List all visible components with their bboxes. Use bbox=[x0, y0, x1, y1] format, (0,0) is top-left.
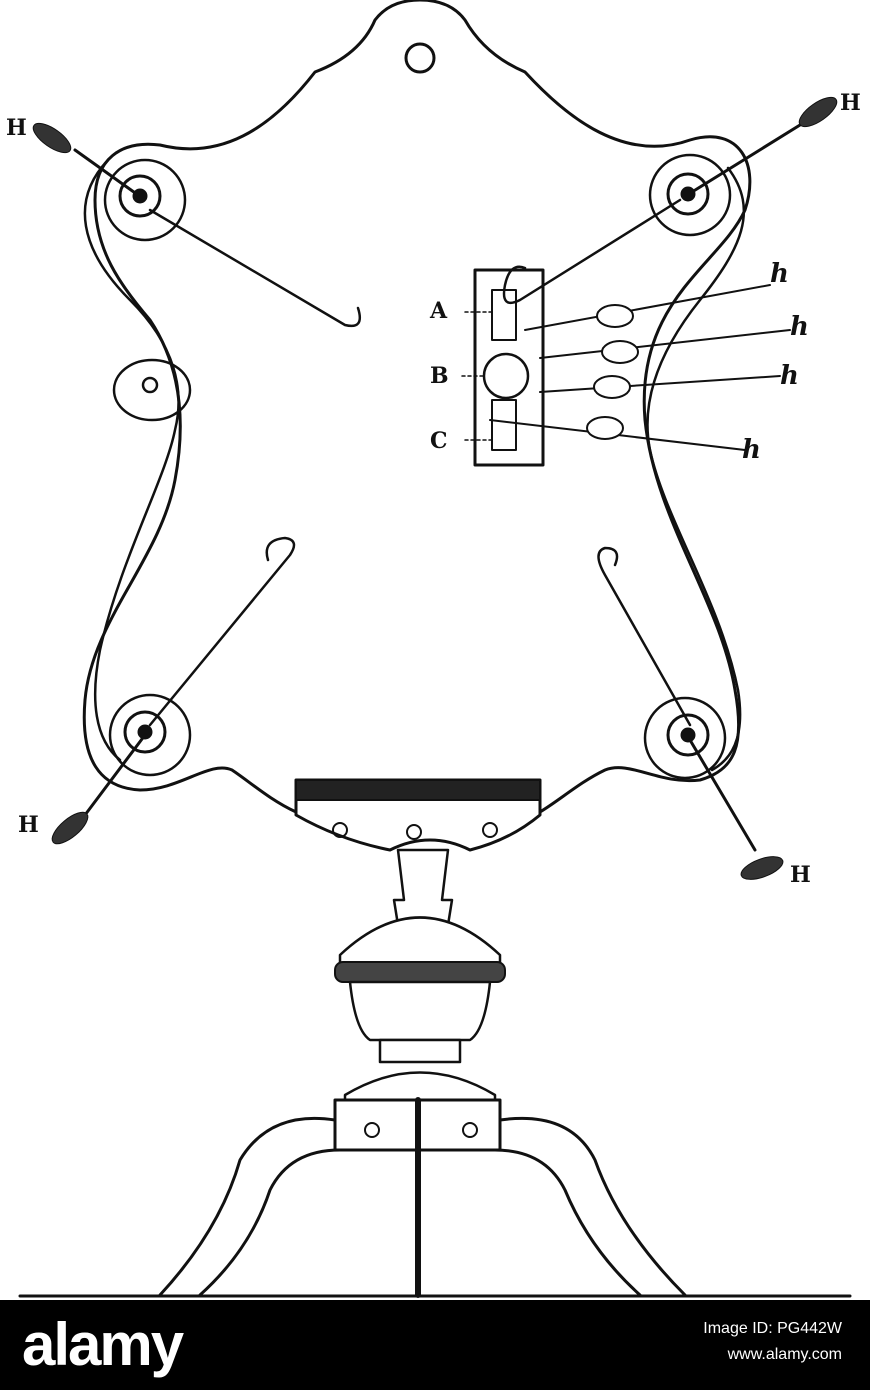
right-outer-wire bbox=[646, 166, 745, 772]
wire-hook-bottom-right bbox=[597, 546, 692, 727]
hanging-hole bbox=[404, 42, 436, 74]
label-h-4: h bbox=[742, 435, 761, 465]
label-H-top-right: H bbox=[840, 90, 861, 116]
wire-hook-bottom-left bbox=[148, 536, 296, 727]
handle-bottom-left bbox=[51, 733, 147, 845]
h-wires bbox=[489, 284, 791, 451]
mounting-bracket bbox=[294, 778, 542, 852]
apparatus-illustration: H H H H A B C h h h h bbox=[6, 0, 861, 1298]
label-A: A bbox=[429, 298, 448, 324]
wire-hook-top-right bbox=[502, 198, 682, 305]
label-B: B bbox=[430, 363, 449, 389]
site-url-text: www.alamy.com bbox=[727, 1346, 842, 1363]
pulley-bottom-right bbox=[643, 696, 727, 780]
label-H-top-left: H bbox=[6, 115, 27, 141]
handle-bottom-right bbox=[688, 738, 784, 880]
label-h-3: h bbox=[780, 361, 799, 391]
side-pulley bbox=[112, 358, 192, 422]
label-h-1: h bbox=[770, 259, 789, 289]
alamy-logo: alamy bbox=[22, 1311, 184, 1378]
label-H-bottom-left: H bbox=[18, 812, 39, 838]
center-column bbox=[334, 848, 506, 1107]
pulley-bottom-left bbox=[108, 693, 192, 777]
label-H-bottom-right: H bbox=[790, 862, 811, 888]
center-disc bbox=[482, 352, 530, 400]
tripod-base bbox=[18, 1097, 852, 1298]
pulley-top-left bbox=[103, 158, 187, 242]
watermark-footer: alamy Image ID: PG442W www.alamy.com bbox=[0, 1300, 870, 1390]
image-id-text: Image ID: PG442W bbox=[703, 1320, 842, 1337]
pulley-top-right bbox=[648, 153, 732, 237]
switch-plate bbox=[461, 268, 545, 467]
left-outer-wire bbox=[83, 158, 180, 762]
label-h-2: h bbox=[790, 312, 809, 342]
handle-top-left bbox=[32, 122, 140, 197]
wire-hook-top-left bbox=[148, 208, 362, 328]
label-C: C bbox=[430, 428, 448, 454]
image-credit: Image ID: PG442W www.alamy.com bbox=[703, 1316, 842, 1368]
handle-top-right bbox=[690, 96, 838, 194]
